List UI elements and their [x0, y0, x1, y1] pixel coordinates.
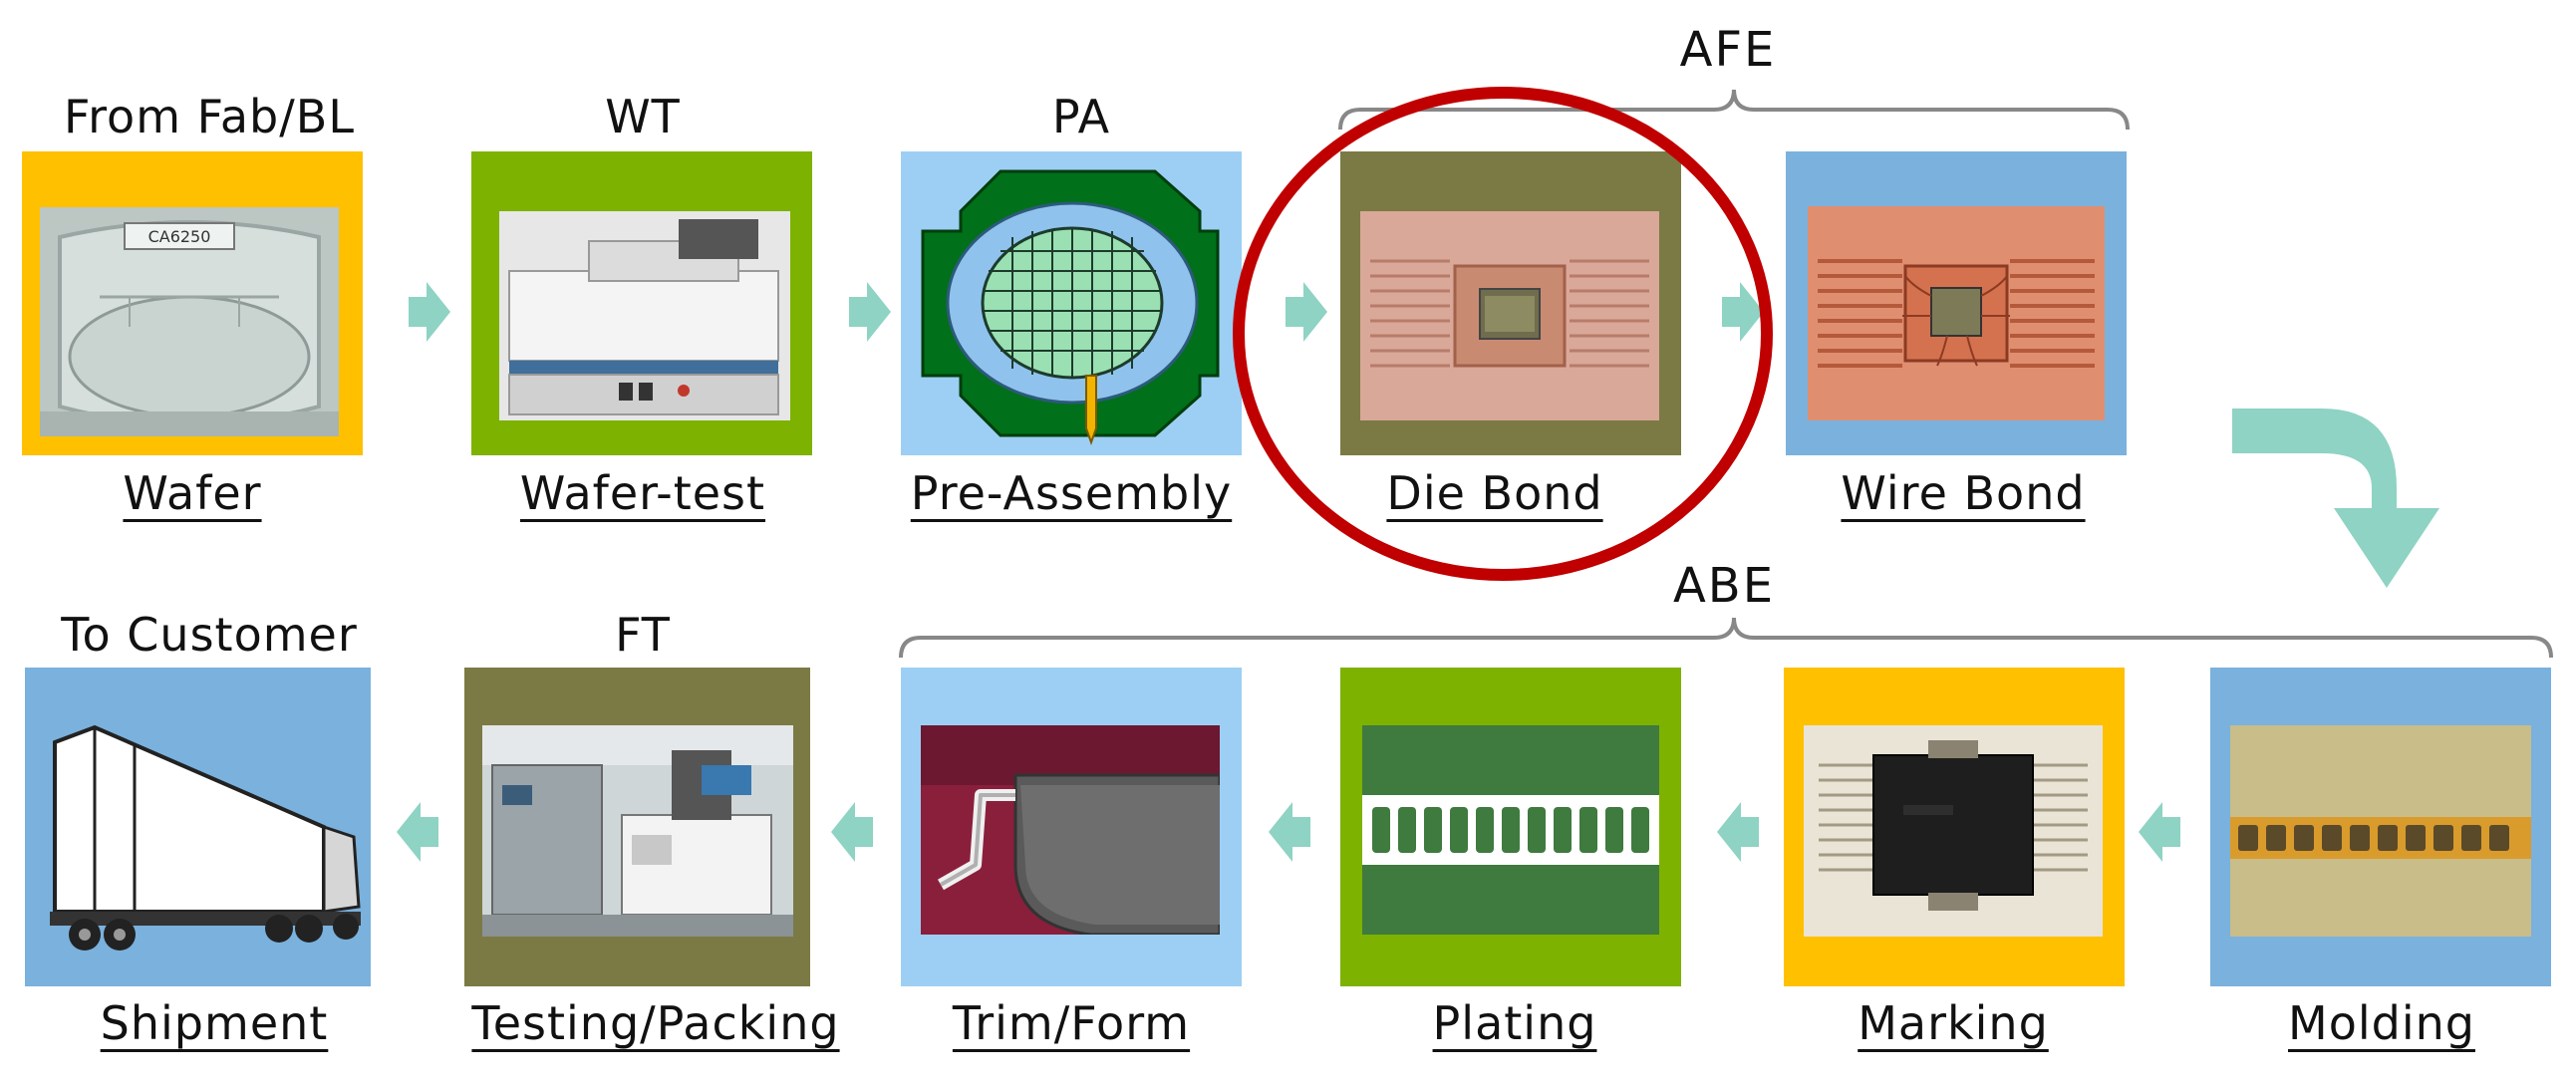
right-arrow-icon — [409, 282, 450, 342]
abe-bracket — [901, 618, 2551, 658]
highlight-circle — [1239, 93, 1767, 575]
left-arrow-icon — [1269, 802, 1310, 862]
left-arrow-icon — [831, 802, 873, 862]
left-arrow-icon — [397, 802, 438, 862]
curved-down-arrow-icon — [2232, 408, 2439, 588]
right-arrow-icon — [849, 282, 891, 342]
right-arrow-icon — [1286, 282, 1327, 342]
left-arrow-icon — [1717, 802, 1759, 862]
left-arrow-icon — [2139, 802, 2180, 862]
